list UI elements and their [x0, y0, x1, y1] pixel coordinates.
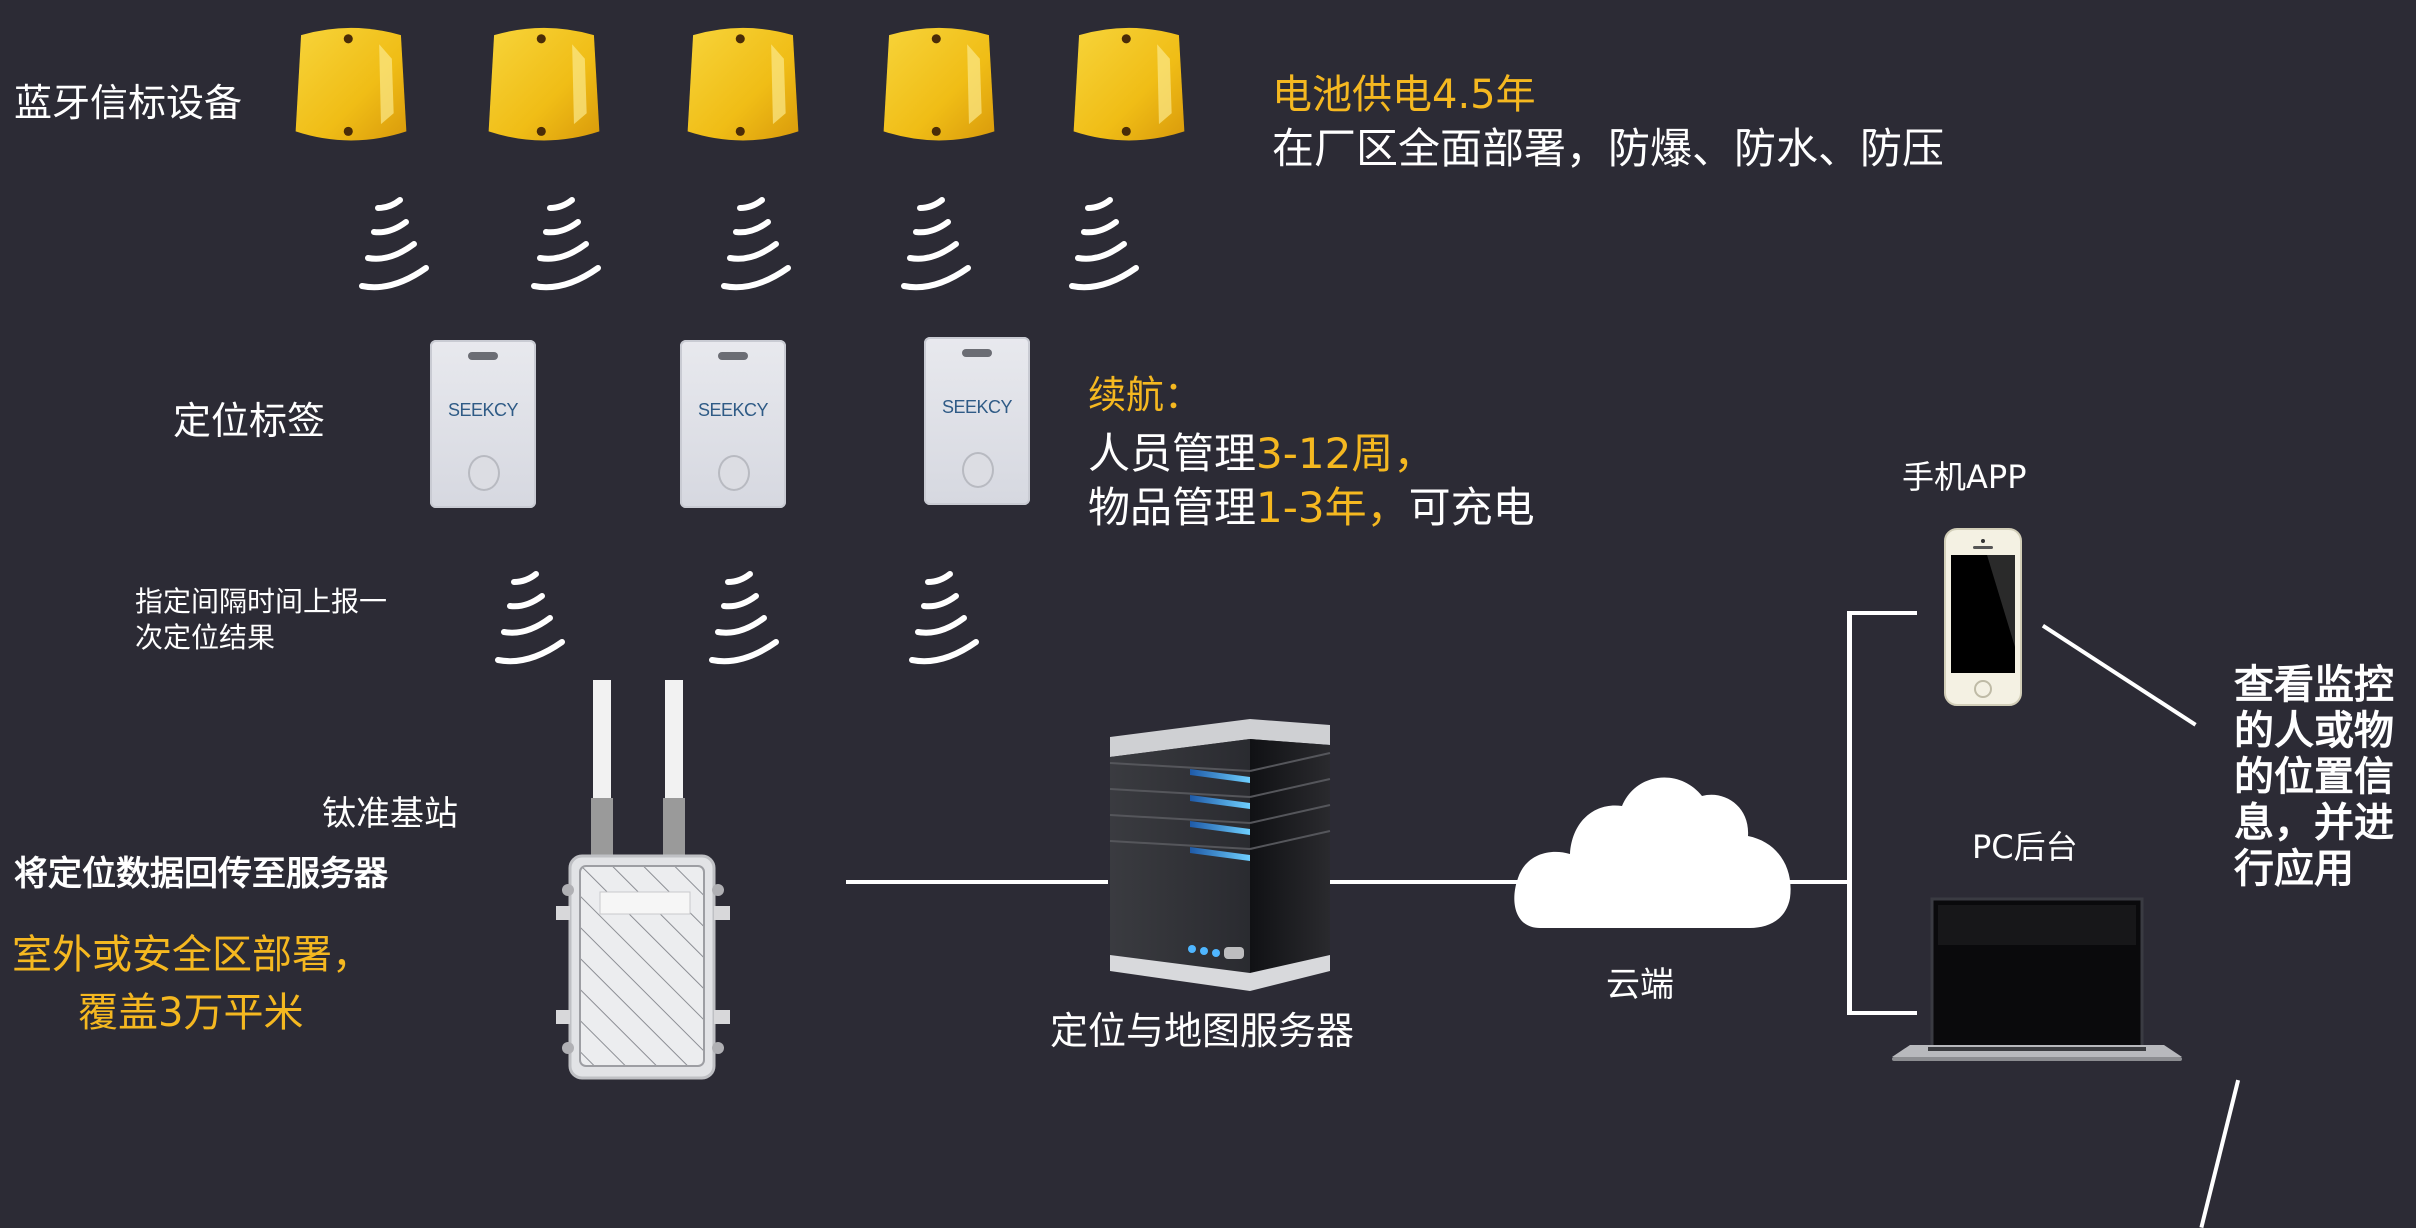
usage-pointer-upper	[2041, 624, 2197, 727]
beacon-signal-icon	[531, 197, 601, 291]
signal-arc	[915, 615, 967, 636]
signal-arc	[725, 571, 753, 585]
client-bracket-bottom	[1847, 1011, 1917, 1015]
server-icon	[1109, 719, 1331, 991]
tag-brand-logo: SEEKCY	[941, 397, 1013, 417]
beacon-deploy-note: 在厂区全面部署，防爆、防水、防压	[1272, 124, 1945, 173]
signal-arc	[715, 615, 767, 636]
tag-brand-logo: SEEKCY	[447, 400, 519, 420]
beacon-signal-icon	[1069, 197, 1139, 291]
pc-backend-label: PC后台	[1972, 828, 2078, 866]
signal-arc	[1075, 241, 1127, 262]
link-cloud-to-clients	[1785, 880, 1849, 884]
tag-battery-goods-suffix: 可充电	[1408, 483, 1535, 532]
tag-battery-goods: 物品管理1-3年，可充电	[1088, 474, 1535, 535]
tag-signal-icon	[909, 571, 979, 665]
signal-arc	[547, 197, 575, 211]
tag-battery-people-value: 3-12周，	[1256, 429, 1436, 478]
cloud-icon	[1514, 777, 1791, 928]
tag-brand-logo: SEEKCY	[697, 400, 769, 420]
tag-report-note-line2: 次定位结果	[135, 621, 276, 654]
beacon-signal-icon	[901, 197, 971, 291]
signal-arc	[925, 571, 953, 585]
smartphone-icon	[1944, 528, 2022, 706]
base-station-function: 将定位数据回传至服务器	[14, 854, 388, 894]
client-usage-line: 息，并进	[2234, 800, 2394, 846]
tag-battery-title: 续航：	[1088, 373, 1203, 417]
location-tag-icon: SEEKCY	[924, 337, 1030, 505]
signal-arc	[511, 571, 539, 585]
signal-arc	[907, 241, 959, 262]
client-usage-note: 查看监控的人或物的位置信息，并进行应用	[2234, 662, 2394, 892]
laptop-icon	[1892, 897, 2182, 1061]
bluetooth-beacon-icon	[883, 27, 995, 141]
tag-lanyard-slot	[468, 352, 498, 360]
tag-battery-goods-prefix: 物品管理	[1088, 483, 1257, 532]
beacons-label: 蓝牙信标设备	[14, 81, 243, 125]
location-tag-icon: SEEKCY	[680, 340, 786, 508]
client-usage-line: 行应用	[2234, 846, 2354, 892]
signal-arc	[709, 639, 779, 665]
signal-arc	[921, 593, 959, 610]
base-station-label: 钛准基站	[322, 794, 458, 834]
tag-button-icon	[962, 452, 994, 488]
beacon-signal-icon	[721, 197, 791, 291]
mobile-app-label: 手机APP	[1902, 458, 2027, 496]
signal-arc	[359, 265, 429, 291]
signal-arc	[371, 219, 409, 236]
base-station-icon	[556, 680, 730, 1080]
usage-pointer-lower	[2199, 1079, 2241, 1228]
signal-arc	[375, 197, 403, 211]
tag-battery-people-prefix: 人员管理	[1088, 429, 1257, 478]
signal-arc	[1081, 219, 1119, 236]
client-usage-line: 查看监控	[2234, 662, 2394, 708]
signal-arc	[537, 241, 589, 262]
signal-arc	[507, 593, 545, 610]
signal-arc	[1085, 197, 1113, 211]
tag-button-icon	[718, 455, 750, 491]
signal-arc	[531, 265, 601, 291]
signal-arc	[721, 593, 759, 610]
tag-lanyard-slot	[718, 352, 748, 360]
link-server-to-cloud	[1330, 880, 1540, 884]
cloud-label: 云端	[1606, 965, 1674, 1005]
link-base-to-server	[846, 880, 1108, 884]
base-station-deploy-line2: 覆盖3万平米	[78, 990, 304, 1036]
tag-battery-goods-value: 1-3年，	[1256, 483, 1409, 532]
client-bracket-vertical	[1847, 611, 1852, 1015]
tag-button-icon	[468, 455, 500, 491]
tag-report-note-line1: 指定间隔时间上报一	[135, 585, 388, 618]
client-usage-line: 的人或物	[2234, 708, 2394, 754]
tag-signal-icon	[495, 571, 565, 665]
bluetooth-beacon-icon	[488, 27, 600, 141]
client-bracket-top	[1847, 611, 1917, 615]
location-tag-icon: SEEKCY	[430, 340, 536, 508]
tag-battery-people: 人员管理3-12周，	[1088, 420, 1435, 481]
bluetooth-beacon-icon	[687, 27, 799, 141]
signal-arc	[913, 219, 951, 236]
signal-arc	[909, 639, 979, 665]
beacon-signal-icon	[359, 197, 429, 291]
bluetooth-beacon-icon	[1073, 27, 1185, 141]
beacon-battery-note: 电池供电4.5年	[1272, 72, 1536, 118]
signal-arc	[727, 241, 779, 262]
signal-arc	[365, 241, 417, 262]
signal-arc	[733, 219, 771, 236]
server-label: 定位与地图服务器	[1050, 1009, 1355, 1053]
tag-signal-icon	[709, 571, 779, 665]
bluetooth-beacon-icon	[295, 27, 407, 141]
signal-arc	[501, 615, 553, 636]
signal-arc	[1069, 265, 1139, 291]
base-station-deploy-line1: 室外或安全区部署，	[12, 932, 372, 978]
tag-lanyard-slot	[962, 349, 992, 357]
signal-arc	[495, 639, 565, 665]
signal-arc	[737, 197, 765, 211]
signal-arc	[901, 265, 971, 291]
tags-label: 定位标签	[173, 399, 326, 443]
signal-arc	[917, 197, 945, 211]
signal-arc	[543, 219, 581, 236]
signal-arc	[721, 265, 791, 291]
client-usage-line: 的位置信	[2234, 754, 2394, 800]
